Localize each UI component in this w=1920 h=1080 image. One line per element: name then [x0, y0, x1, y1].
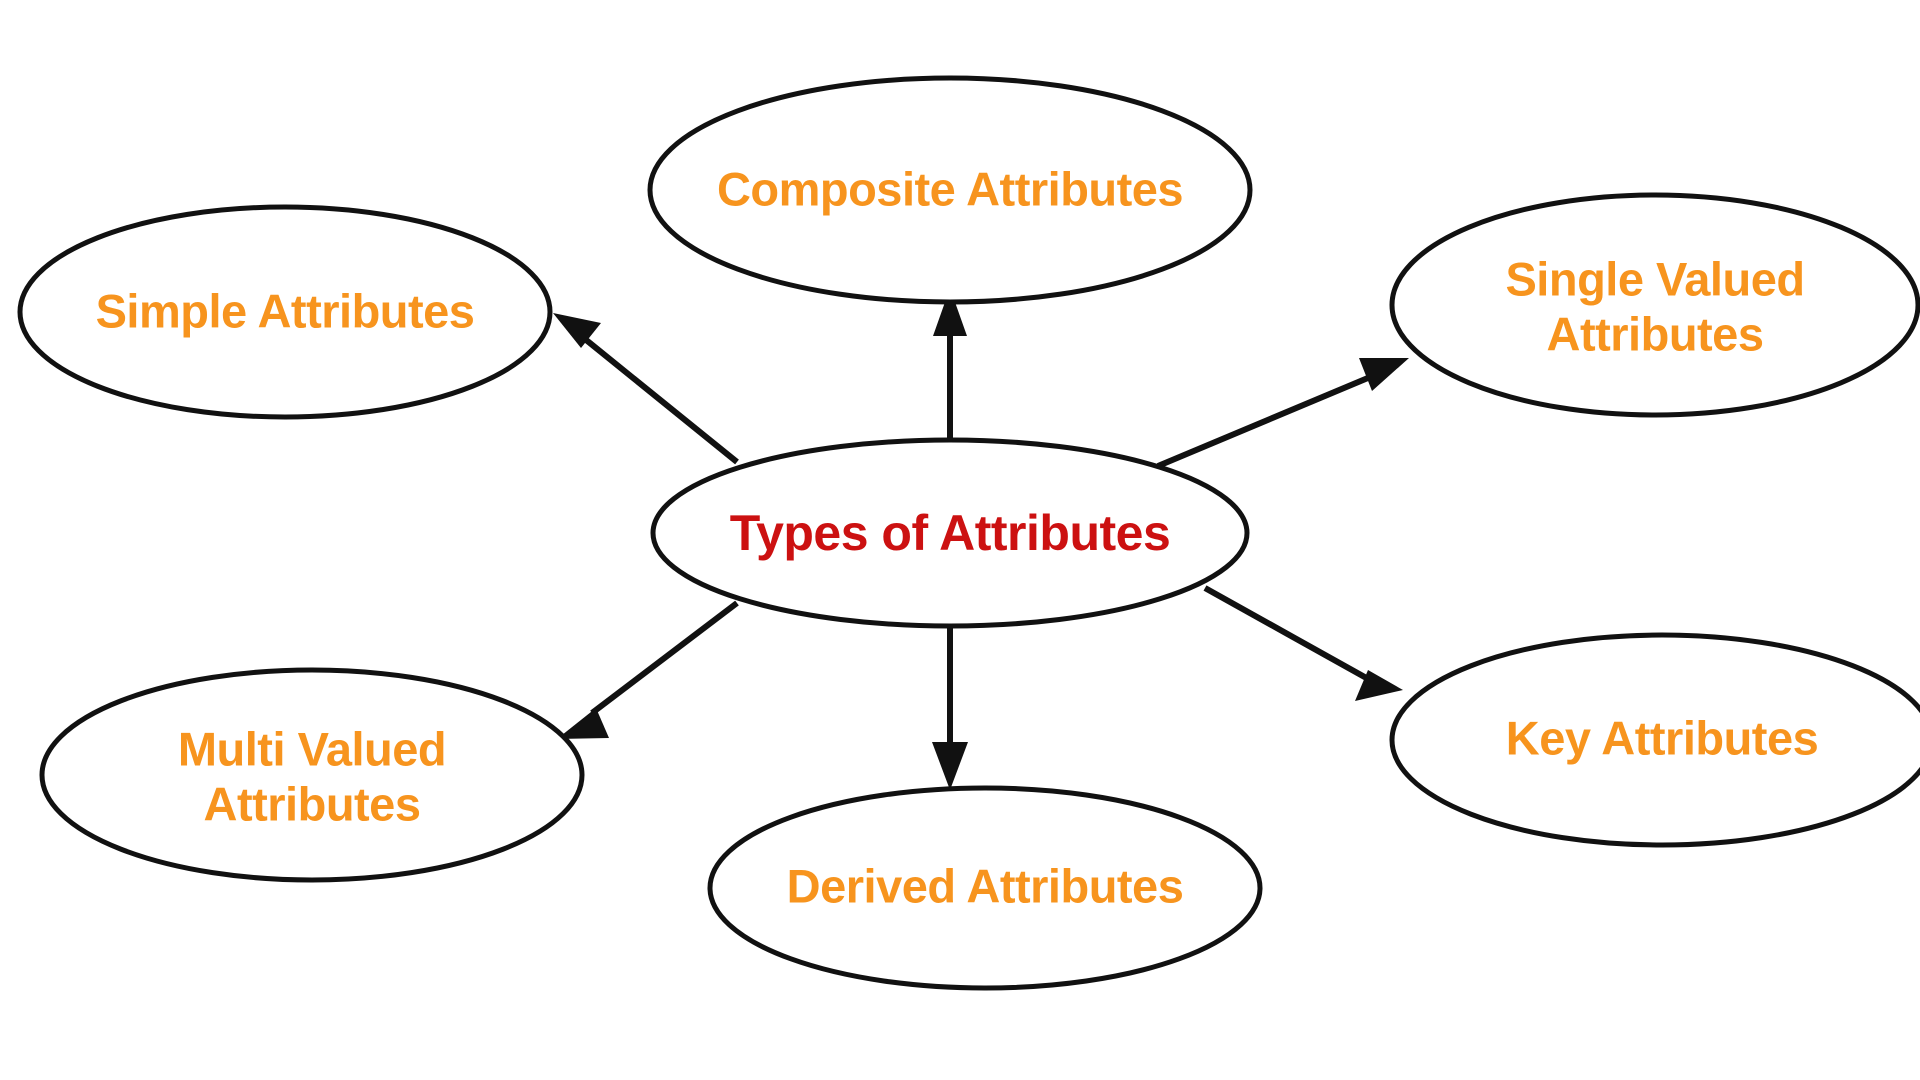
node-multi-valued-attributes-label-line2: Attributes [204, 777, 421, 830]
node-types-of-attributes-label: Types of Attributes [730, 505, 1171, 561]
edge-root-to-composite-attributes[interactable] [933, 288, 967, 442]
node-composite-attributes[interactable]: Composite Attributes [647, 75, 1253, 305]
edge-root-to-single-valued-attributes[interactable] [1156, 358, 1409, 469]
node-key-attributes[interactable]: Key Attributes [1389, 632, 1920, 848]
node-derived-attributes-label: Derived Attributes [787, 859, 1184, 912]
node-single-valued-attributes[interactable]: Single Valued Attributes [1389, 192, 1920, 418]
edge-root-to-key-attributes[interactable] [1203, 585, 1403, 701]
node-composite-attributes-ellipse [647, 75, 1253, 305]
node-simple-attributes-label: Simple Attributes [96, 284, 475, 337]
node-derived-attributes[interactable]: Derived Attributes [707, 785, 1263, 991]
node-composite-attributes-label: Composite Attributes [717, 162, 1183, 215]
node-multi-valued-attributes-ellipse [39, 667, 585, 883]
node-derived-attributes-ellipse [707, 785, 1263, 991]
node-key-attributes-ellipse [1389, 632, 1920, 848]
node-single-valued-attributes-label-line1: Single Valued [1505, 252, 1804, 305]
node-simple-attributes-ellipse [17, 204, 553, 420]
node-key-attributes-label: Key Attributes [1506, 711, 1818, 764]
edge-root-to-multi-valued-attributes[interactable] [557, 600, 739, 739]
edge-root-to-derived-attributes[interactable] [932, 625, 968, 790]
node-single-valued-attributes-label-line2: Attributes [1547, 307, 1764, 360]
node-multi-valued-attributes[interactable]: Multi Valued Attributes [39, 667, 585, 883]
node-types-of-attributes-root[interactable]: Types of Attributes [650, 437, 1250, 629]
edge-group [553, 288, 1409, 790]
edge-root-to-simple-attributes[interactable] [553, 313, 739, 465]
node-simple-attributes[interactable]: Simple Attributes [17, 204, 553, 420]
node-multi-valued-attributes-label-line1: Multi Valued [178, 722, 446, 775]
node-single-valued-attributes-ellipse [1389, 192, 1920, 418]
node-types-of-attributes-ellipse [650, 437, 1250, 629]
